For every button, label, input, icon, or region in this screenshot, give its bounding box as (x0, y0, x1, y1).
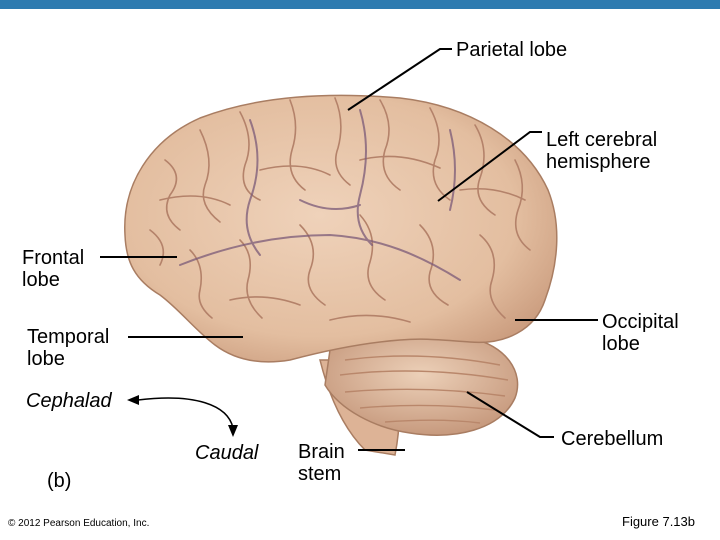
arrowhead-cephalad (127, 395, 139, 405)
figure-number: Figure 7.13b (622, 514, 695, 529)
cerebellum-folia (339, 355, 509, 424)
cerebrum-vessels (179, 109, 461, 281)
direction-arrow (127, 395, 238, 437)
label-caudal: Caudal (195, 442, 259, 464)
label-occipital-lobe: Occipital lobe (602, 311, 679, 355)
cerebrum-shape (124, 94, 558, 363)
arrowhead-caudal (228, 425, 238, 437)
leader-line-cerebellum (466, 391, 554, 438)
leader-line-parietal (347, 48, 452, 111)
leader-line-left-hemisphere (437, 131, 542, 202)
label-temporal-lobe: Temporal lobe (27, 326, 110, 370)
copyright-text: © 2012 Pearson Education, Inc. (8, 518, 150, 529)
label-cerebellum: Cerebellum (561, 428, 664, 450)
label-brain-stem: Brain stem (298, 441, 345, 485)
label-left-cerebral-hemisphere: Left cerebral hemisphere (546, 129, 658, 173)
leader-lines (100, 48, 598, 451)
label-cephalad: Cephalad (26, 390, 112, 412)
label-parietal-lobe: Parietal lobe (456, 39, 568, 61)
panel-label: (b) (47, 470, 72, 492)
cerebrum-sulci (149, 97, 531, 323)
top-accent-bar (0, 0, 720, 9)
label-frontal-lobe: Frontal lobe (22, 247, 85, 291)
